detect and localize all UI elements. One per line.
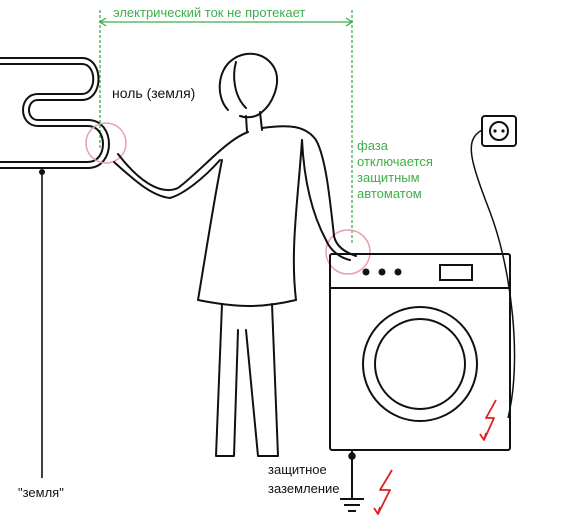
- current-not-flowing-label: электрический ток не протекает: [113, 5, 306, 20]
- wall-socket-icon: [481, 115, 517, 147]
- power-cord: [470, 129, 516, 419]
- current-span-dimension: [98, 10, 354, 245]
- ground-symbol-icon: [340, 450, 364, 512]
- phase-line-3: защитным: [357, 170, 420, 185]
- phase-contact-zone: [325, 229, 371, 275]
- protective-ground-line-2: заземление: [268, 481, 340, 496]
- ground-wire: [39, 169, 45, 478]
- phase-line-4: автоматом: [357, 186, 422, 201]
- phase-line-1: фаза: [357, 138, 388, 153]
- protective-ground-label: защитное заземление: [268, 460, 340, 498]
- protective-ground-line-1: защитное: [268, 462, 327, 477]
- neutral-ground-label: ноль (земля): [112, 85, 196, 101]
- lightning-icon-ground: [373, 469, 393, 515]
- ground-quoted-label: "земля": [18, 485, 64, 500]
- towel-rail-pipe: [0, 57, 110, 169]
- person-silhouette: [113, 52, 357, 457]
- phase-label: фаза отключается защитным автоматом: [357, 138, 433, 202]
- neutral-contact-zone: [85, 122, 127, 164]
- lightning-icon: [479, 399, 497, 441]
- washing-machine: [329, 253, 511, 451]
- phase-line-2: отключается: [357, 154, 433, 169]
